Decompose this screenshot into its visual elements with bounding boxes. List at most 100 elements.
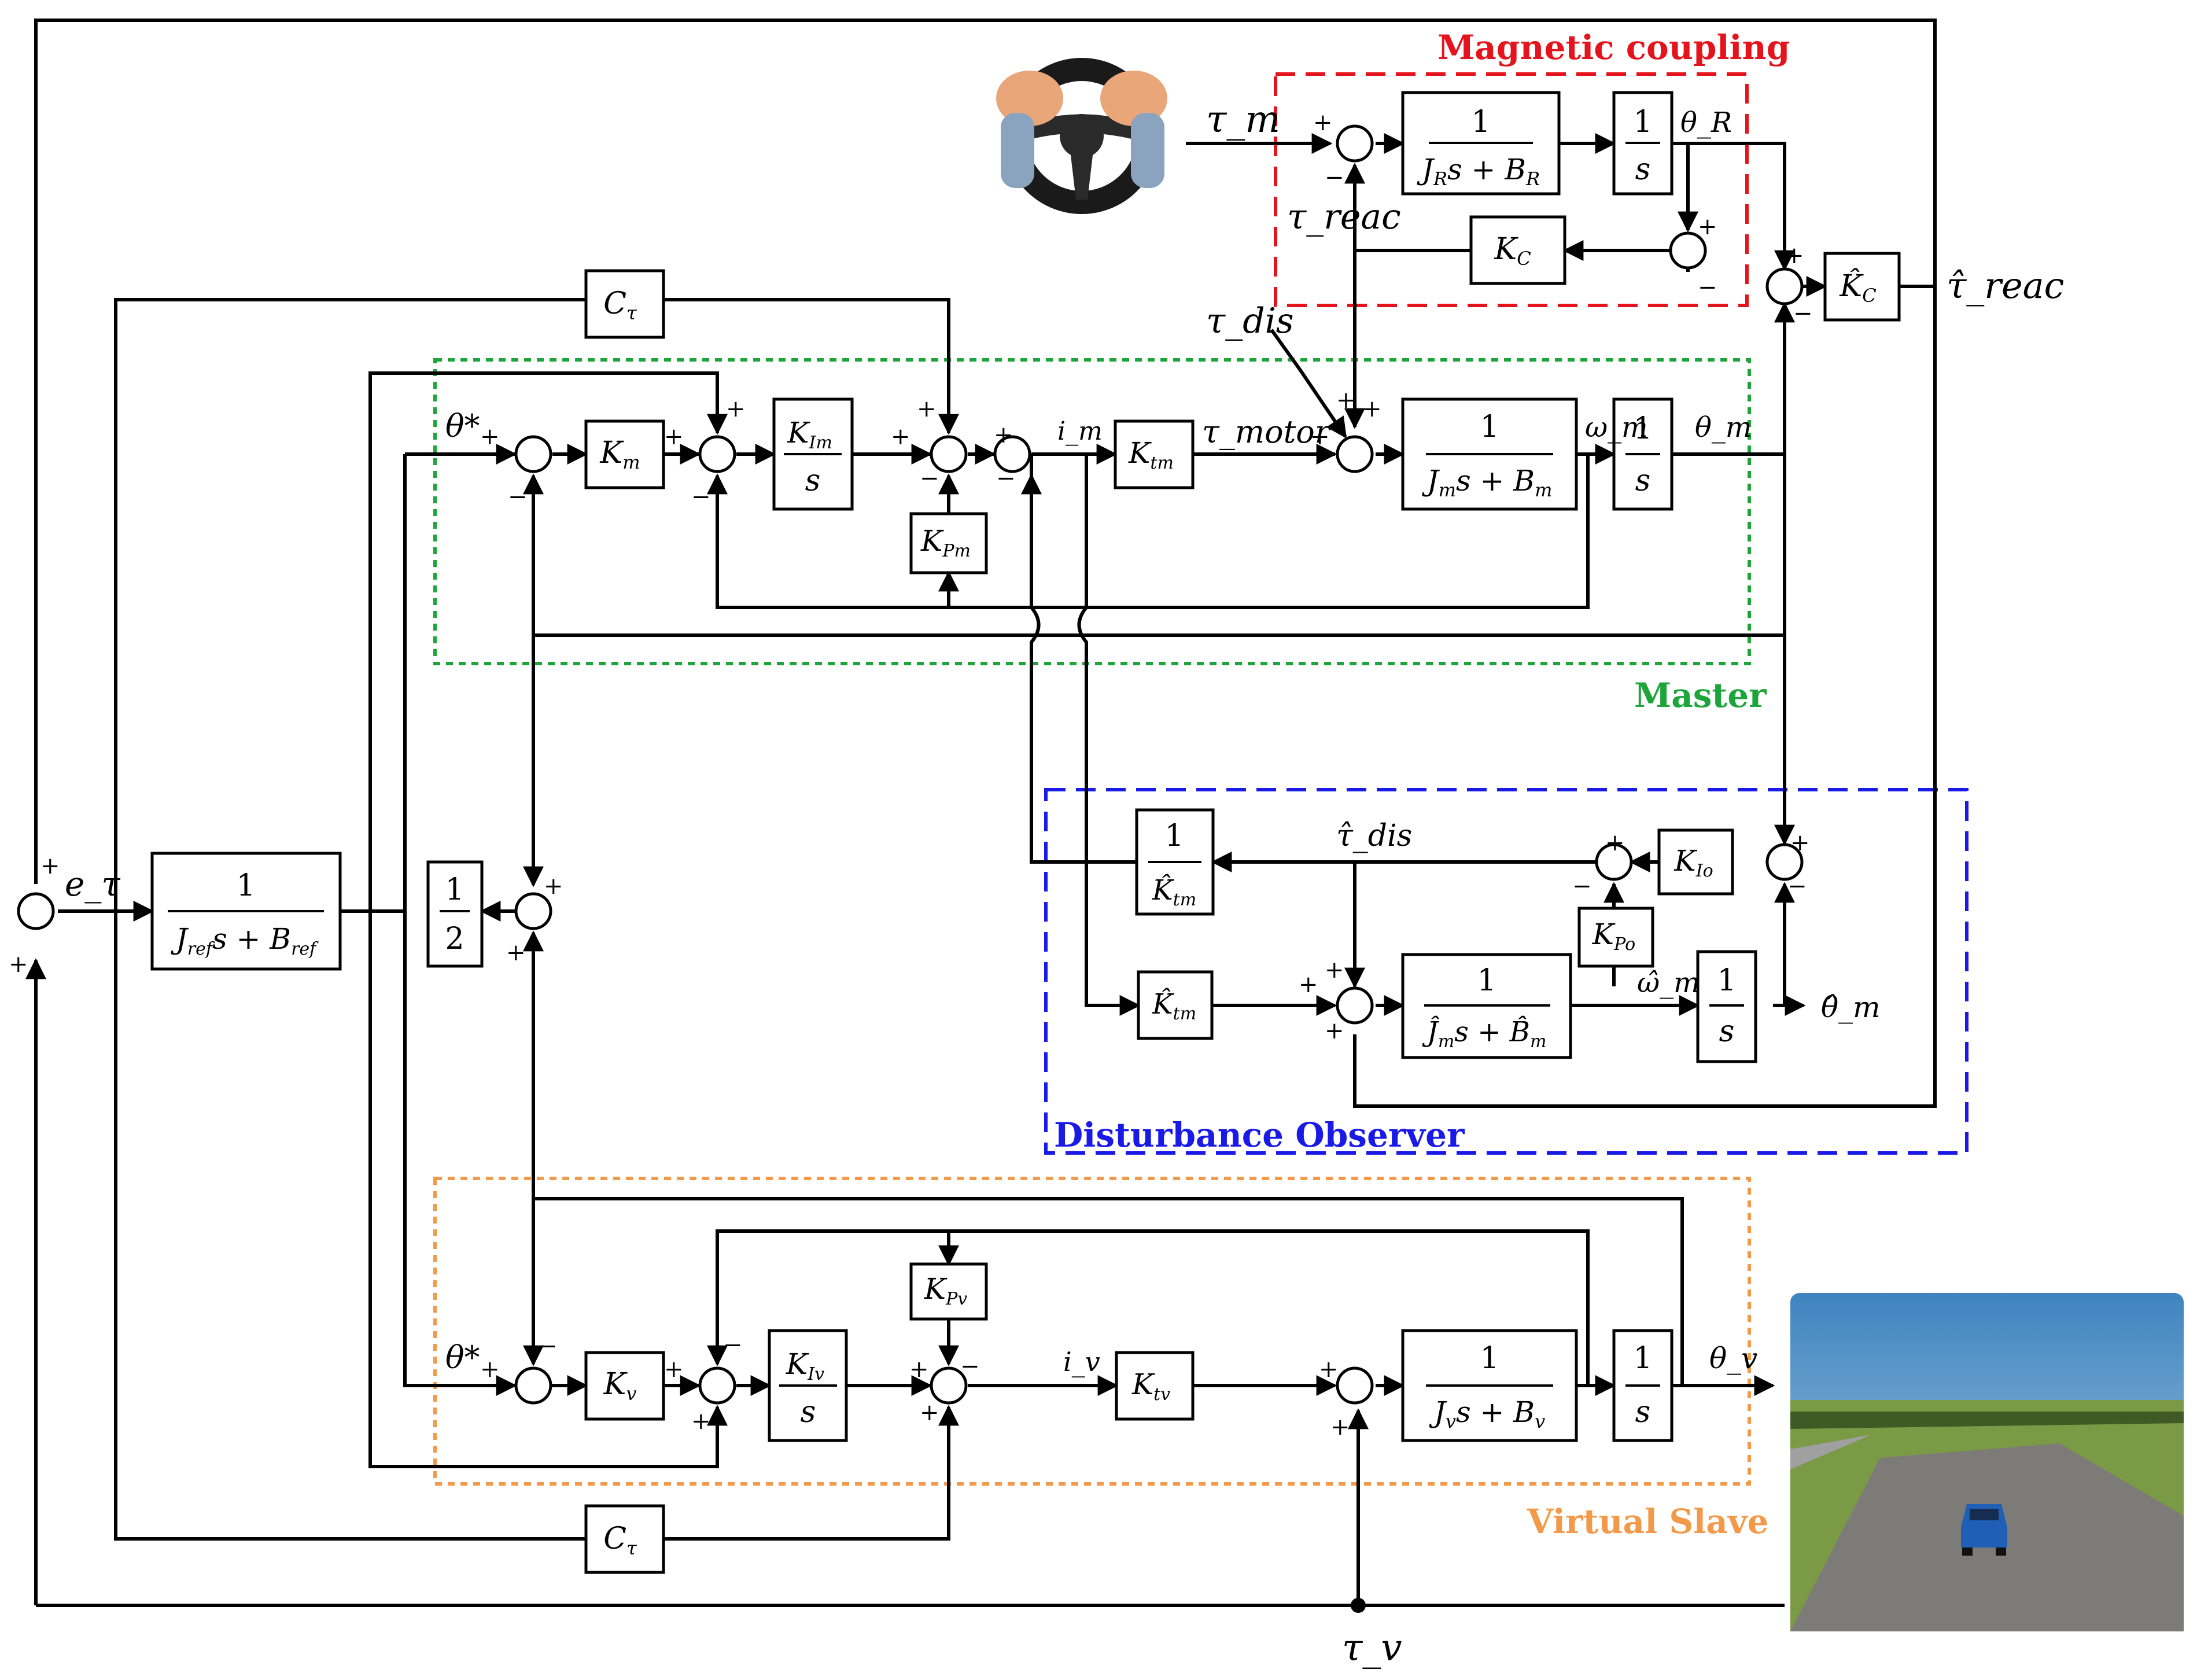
- svg-text:s: s: [1635, 152, 1651, 187]
- junction-signs: ++ +− +− +− +− ++− ++− +− +++ ++ +− +− +…: [9, 109, 1813, 1440]
- block-Ctau-bot: Cτ: [584, 1504, 665, 1574]
- svg-text:Ktm: Ktm: [1128, 436, 1174, 473]
- svg-text:+: +: [994, 422, 1013, 448]
- sum-slave-pos: [514, 1366, 552, 1405]
- svg-text:−: −: [508, 484, 528, 510]
- svg-text:1: 1: [1480, 1341, 1499, 1376]
- block-int-obs: 1 s: [1696, 950, 1757, 1063]
- block-KPo: KPo: [1577, 907, 1654, 968]
- svg-text:+: +: [1325, 957, 1344, 983]
- label-theta-star-slave: θ*: [445, 1339, 480, 1376]
- svg-text:KIm: KIm: [787, 416, 832, 453]
- svg-text:+: +: [1319, 1356, 1339, 1383]
- svg-text:−: −: [1793, 300, 1813, 327]
- svg-text:+: +: [9, 951, 28, 978]
- block-Km: Km: [584, 419, 665, 489]
- svg-text:−: −: [1325, 164, 1344, 191]
- block-int-v: 1 s: [1612, 1329, 1673, 1442]
- tau-v-junction: [1351, 1598, 1366, 1613]
- sum-slave-torque: [1336, 1366, 1374, 1405]
- svg-text:+: +: [544, 873, 563, 900]
- virtual-slave-title: Virtual Slave: [1527, 1502, 1768, 1541]
- svg-text:+: +: [1605, 830, 1625, 856]
- sum-master-current: [930, 435, 968, 473]
- block-Ctau-top: Cτ: [584, 269, 665, 339]
- sum-master-dob: [993, 435, 1031, 473]
- svg-text:1: 1: [1164, 819, 1184, 853]
- label-theta-R: θ_R: [1680, 106, 1732, 139]
- svg-text:1: 1: [1471, 105, 1490, 139]
- block-JR: 1 JRs + BR: [1401, 91, 1561, 196]
- block-Jref: 1 Jrefs + Bref: [150, 852, 342, 971]
- svg-text:+: +: [1362, 396, 1382, 422]
- label-tau-m: τ_m: [1206, 98, 1280, 141]
- svg-text:−: −: [920, 465, 939, 492]
- signal-wires: [25, 19, 1937, 1607]
- svg-text:+: +: [506, 940, 526, 966]
- label-theta-star-master: θ*: [445, 408, 480, 444]
- svg-text:KPm: KPm: [920, 524, 971, 561]
- svg-text:+: +: [664, 1356, 684, 1383]
- label-i-v: i_v: [1063, 1346, 1100, 1377]
- block-Jm-hat: 1 Ĵms + B̂m: [1401, 953, 1572, 1059]
- master-frame: [433, 358, 1751, 665]
- block-inv-Ktm-hat: 1 K̂tm: [1135, 808, 1215, 916]
- svg-text:s: s: [1719, 1014, 1735, 1049]
- svg-text:Jms + Bm: Jms + Bm: [1422, 464, 1553, 501]
- svg-text:+: +: [1330, 1414, 1350, 1440]
- svg-text:+: +: [1698, 213, 1717, 240]
- block-Ktm-hat: K̂tm: [1137, 970, 1214, 1040]
- svg-text:1: 1: [1633, 411, 1652, 446]
- master-title: Master: [1634, 676, 1767, 715]
- svg-text:+: +: [1313, 109, 1333, 136]
- sum-observer-err: [1765, 843, 1804, 881]
- label-omega-m: ω_m: [1585, 411, 1648, 444]
- label-tau-reac-hat: τ̂_reac: [1947, 264, 2064, 307]
- sum-master-pos: [514, 435, 552, 473]
- label-e-tau: e_τ: [65, 864, 120, 904]
- svg-text:+: +: [40, 853, 60, 879]
- label-tau-dis: τ_dis: [1206, 301, 1294, 341]
- label-theta-m-hat: θ̂_m: [1821, 990, 1881, 1024]
- svg-text:−: −: [1698, 274, 1717, 301]
- label-tau-dis-hat: τ̂_dis: [1336, 819, 1412, 853]
- virtual-slave-frame: [433, 1177, 1751, 1486]
- svg-text:1: 1: [1480, 410, 1499, 444]
- sum-reac-est: [1765, 267, 1804, 305]
- svg-text:−: −: [691, 484, 711, 510]
- sum-slave-vel: [698, 1366, 736, 1405]
- sum-master-torque: [1336, 435, 1374, 473]
- label-theta-v: θ_v: [1709, 1342, 1757, 1375]
- svg-text:s: s: [805, 463, 821, 498]
- svg-text:−: −: [538, 1333, 558, 1360]
- block-half: 1 2: [426, 860, 484, 968]
- summing-junctions: [17, 124, 1804, 1405]
- sum-observer-torque: [1336, 986, 1374, 1025]
- svg-text:Ktv: Ktv: [1131, 1368, 1170, 1405]
- sum-e-tau: [17, 892, 55, 930]
- label-i-m: i_m: [1057, 417, 1103, 446]
- disturbance-observer-frame: [1044, 788, 1969, 1155]
- block-Jv: 1 Jvs + Bv: [1401, 1329, 1578, 1442]
- block-Ktm: Ktm: [1114, 419, 1195, 489]
- label-tau-reac: τ_reac: [1287, 197, 1401, 237]
- svg-text:−: −: [1787, 873, 1807, 900]
- label-omega-m-hat: ω̂_m: [1637, 967, 1700, 999]
- svg-text:+: +: [909, 1356, 929, 1383]
- block-int-m: 1 s: [1612, 397, 1673, 511]
- block-KC-hat: K̂C: [1823, 252, 1901, 322]
- label-theta-m: θ_m: [1695, 411, 1752, 444]
- magnetic-coupling-frame: [1274, 72, 1749, 307]
- blue-car: [1961, 1504, 2007, 1556]
- svg-text:s: s: [1635, 463, 1651, 498]
- svg-text:+: +: [480, 423, 500, 450]
- block-KPm: KPm: [909, 512, 988, 574]
- block-KC: KC: [1469, 215, 1566, 285]
- svg-text:1: 1: [1633, 1341, 1652, 1376]
- svg-text:+: +: [1785, 242, 1804, 269]
- svg-text:1: 1: [1717, 963, 1736, 998]
- svg-text:+: +: [891, 423, 910, 450]
- svg-text:+: +: [1790, 830, 1810, 856]
